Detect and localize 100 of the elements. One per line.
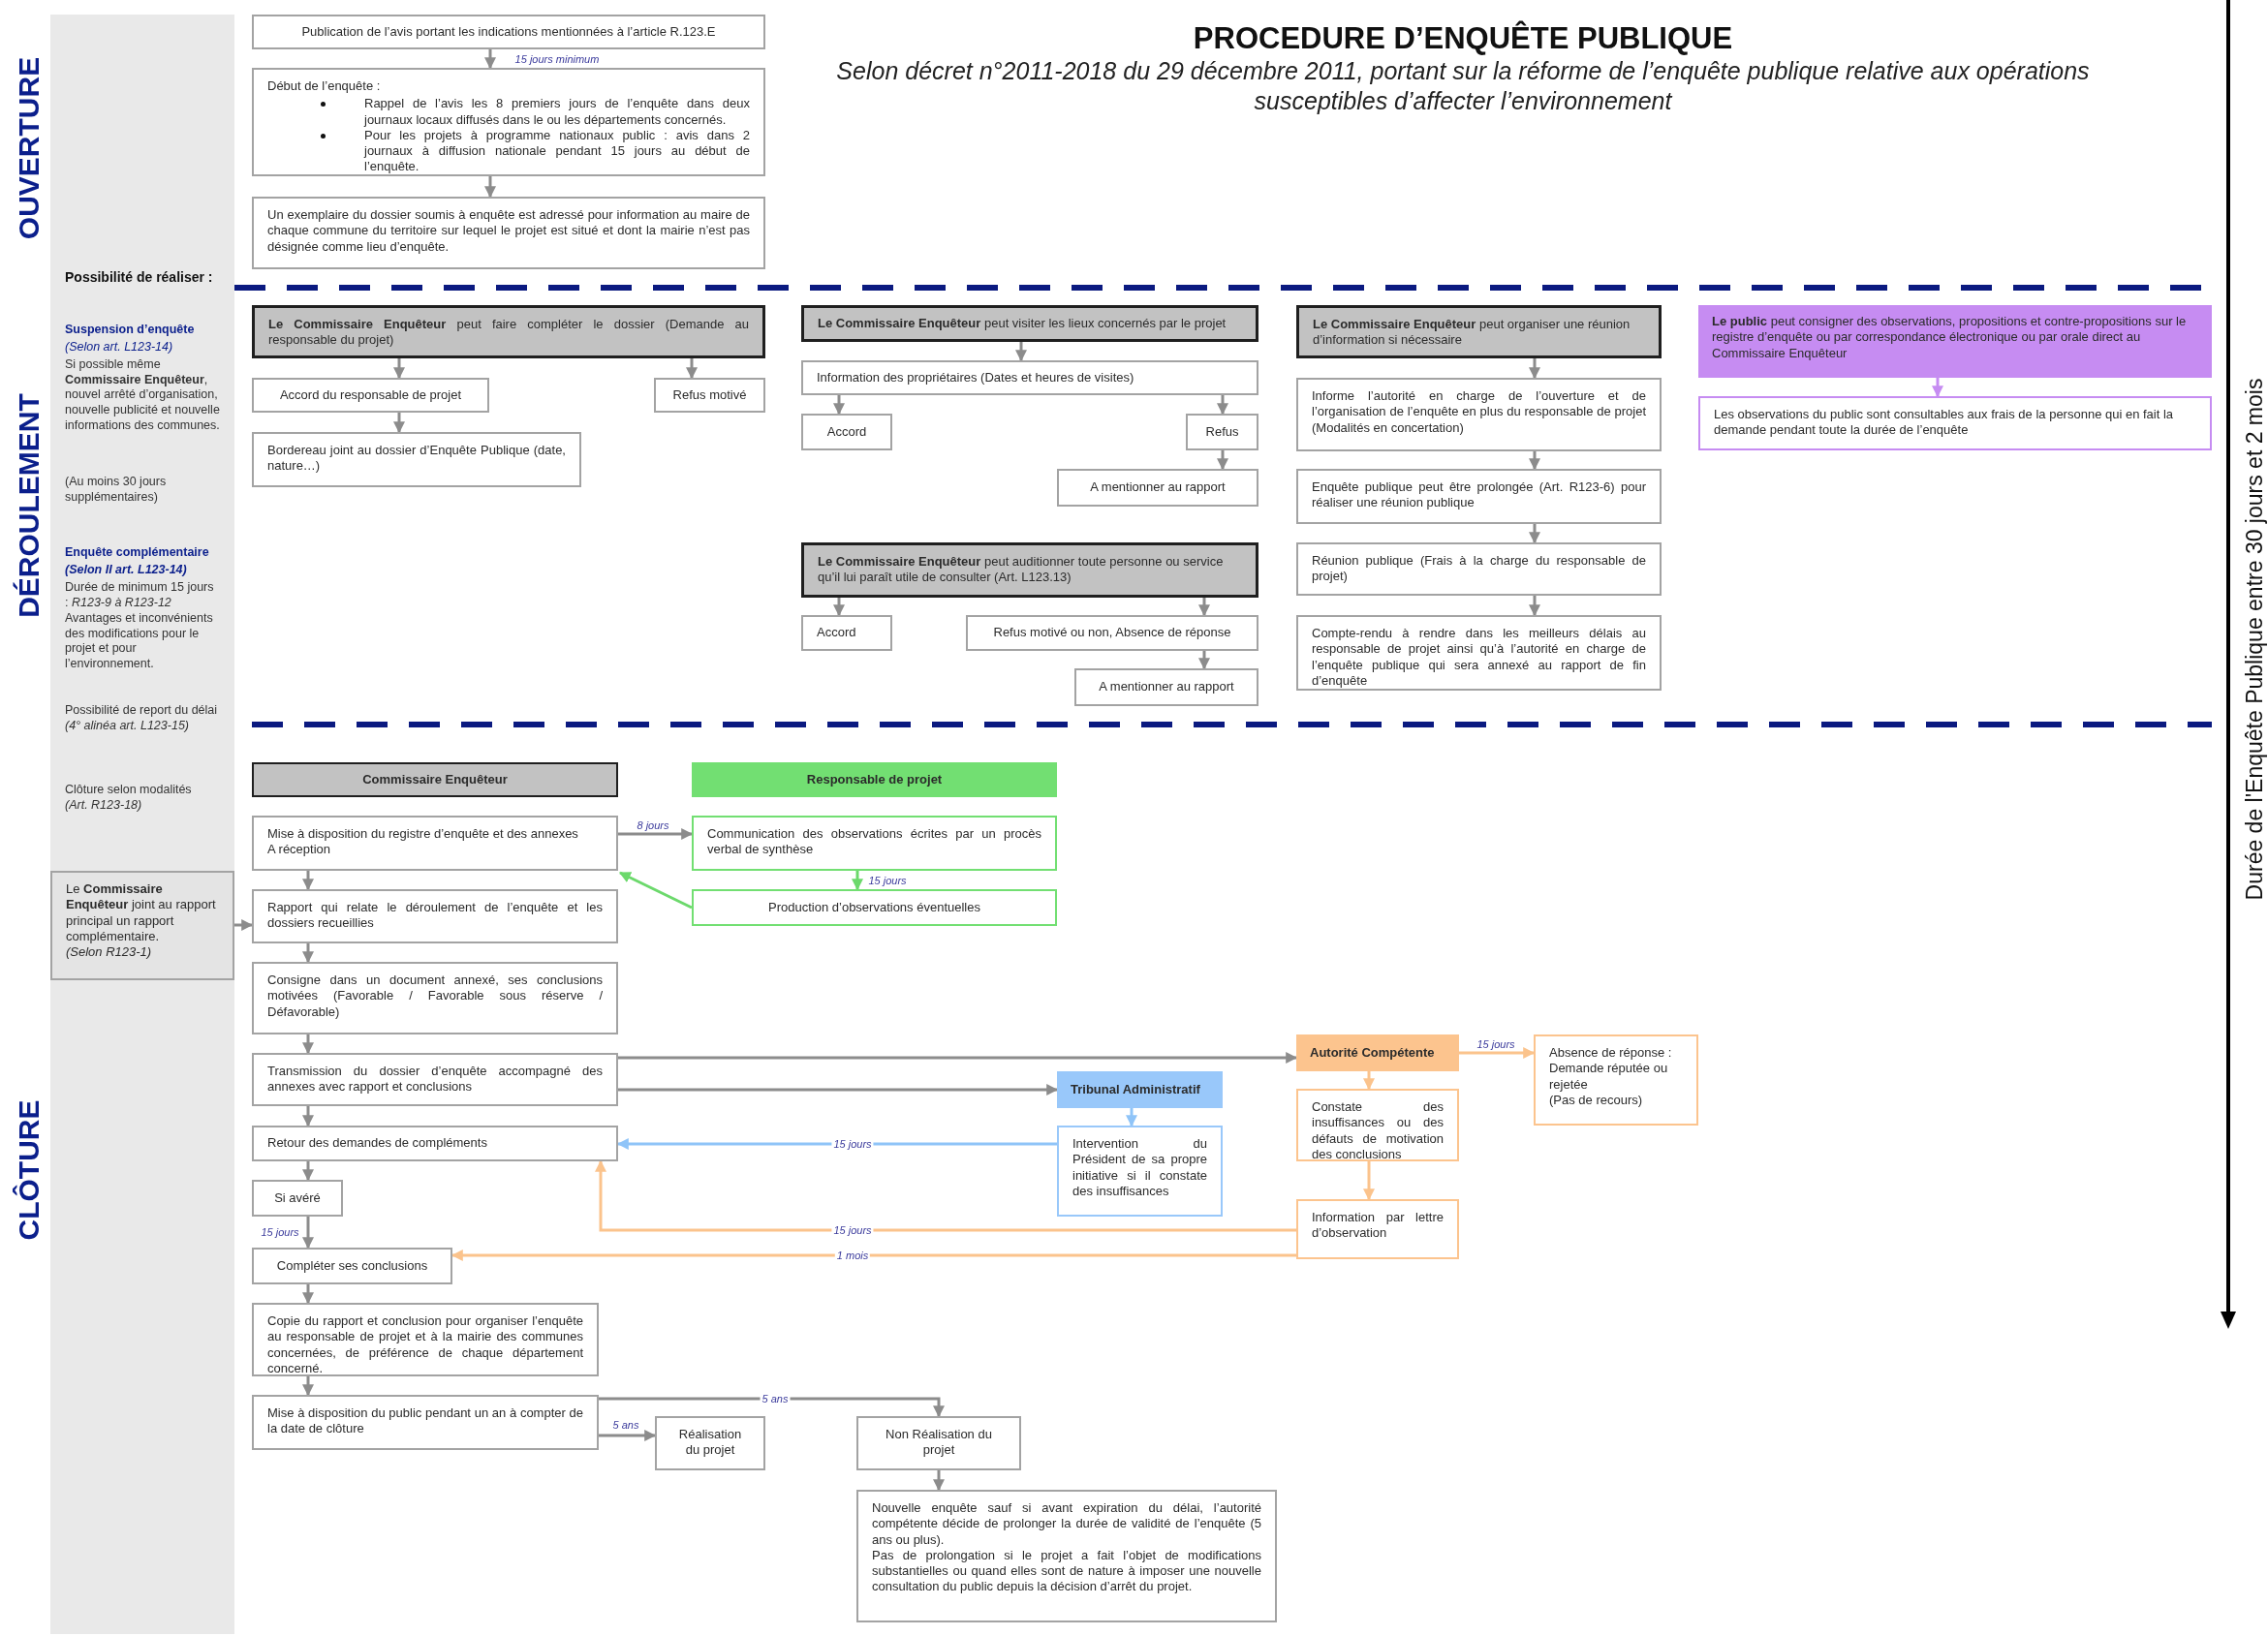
bullet-item: Rappel de l’avis les 8 premiers jours de l’enquête dans deux journaux locaux diffusés dans le ou les départements concernés. — [364, 96, 750, 128]
step-text: Le Commissaire Enquêteur peut visiter les lieux concernés par le projet — [818, 315, 1227, 332]
arrow — [1198, 598, 1210, 617]
arrow — [833, 395, 845, 416]
arrow — [1363, 1161, 1375, 1201]
process-box — [252, 1126, 618, 1161]
sidebar-note: Avantages et inconvénients des modifications pour le projet et pour l’environnement. — [65, 611, 214, 672]
process-box — [856, 1416, 1021, 1470]
step-text: Informe l’autorité en charge de l’ouverture et de l’organisation de l’enquête en plus du responsable de projet (Modalités en concertation) — [1312, 388, 1646, 436]
process-box — [801, 615, 892, 651]
arrow — [686, 358, 698, 380]
process-box — [801, 414, 892, 450]
arrow — [234, 919, 254, 931]
sidebar-note: Si possible même Commissaire Enquêteur, nouvel arrêté d’organisation, nouvelle publicité et nouvelle informations des communes. — [65, 357, 220, 434]
arrow — [599, 1397, 945, 1418]
duration-note: Durée de l'Enquête Publique entre 30 jours et 2 mois — [2240, 378, 2268, 901]
process-box — [692, 889, 1057, 926]
edge-label: 15 jours — [259, 1225, 301, 1239]
actor-action-box — [252, 305, 765, 358]
arrow — [484, 176, 496, 199]
process-box — [252, 15, 765, 49]
arrow — [1932, 378, 1943, 398]
sidebar-reference: (Selon art. L123-14) — [65, 340, 174, 355]
arrow — [1198, 651, 1210, 670]
process-box — [252, 1303, 599, 1376]
step-text: A mentionner au rapport — [1089, 479, 1227, 496]
process-box — [252, 1180, 343, 1217]
process-box — [692, 816, 1057, 871]
arrow — [302, 1161, 314, 1182]
section-title: OUVERTURE — [12, 56, 47, 240]
step-text: Le Commissaire Enquêteur peut auditionner toute personne ou service qu’il lui paraît utile de consulter (Art. L123.13) — [818, 554, 1225, 586]
step-text: Commissaire Enquêteur — [361, 771, 509, 788]
arrow — [1459, 1047, 1536, 1059]
arrow — [599, 1430, 657, 1441]
step-text: Compléter ses conclusions — [275, 1257, 429, 1275]
arrow — [595, 1159, 1296, 1232]
sidebar-note: Durée de minimum 15 jours : R123-9 à R123-12 — [65, 580, 215, 611]
arrow — [302, 1284, 314, 1305]
arrow — [302, 1106, 314, 1127]
sidebar-reference: (Selon II art. L123-14) — [65, 563, 188, 578]
column-header — [252, 762, 618, 797]
arrow — [1126, 1108, 1137, 1127]
process-box — [252, 432, 581, 487]
edge-label: 15 jours — [831, 1223, 874, 1237]
edge-label: 5 ans — [610, 1418, 641, 1432]
public-action-box — [1698, 305, 2212, 378]
arrow — [302, 1376, 314, 1397]
process-box — [655, 1416, 765, 1470]
step-text: Non Réalisation du projet — [885, 1427, 993, 1459]
arrow — [618, 828, 694, 840]
actor-action-box — [801, 305, 1258, 342]
actor-action-box — [801, 542, 1258, 598]
process-box — [1296, 542, 1662, 596]
arrow — [618, 1052, 1298, 1064]
step-text: Le Commissaire Enquêteur peut organiser une réunion d’information si nécessaire — [1313, 317, 1631, 349]
step-text: Bordereau joint au dossier d’Enquête Publique (date, nature…) — [267, 443, 566, 475]
arrow — [1529, 596, 1540, 617]
process-box — [856, 1490, 1277, 1622]
arrow — [618, 1084, 1059, 1096]
step-text: Consigne dans un document annexé, ses conclusions motivées (Favorable / Favorable sous réserve / Défavorable) — [267, 972, 603, 1020]
arrow — [1363, 1071, 1375, 1091]
step-text: Accord — [825, 423, 868, 441]
step-text: Transmission du dossier d’enquête accompagné des annexes avec rapport et conclusions — [267, 1064, 603, 1096]
step-text: Accord — [817, 625, 857, 641]
sidebar-heading: Enquête complémentaire — [65, 545, 210, 561]
sidebar-heading: Possibilité de réaliser : — [65, 269, 214, 287]
process-box — [1698, 396, 2212, 450]
tribunal-header — [1057, 1071, 1223, 1108]
step-text: Copie du rapport et conclusion pour organiser l’enquête au responsable de projet et à la mairie des communes concernées, de préférence de chaque département concerné. — [267, 1313, 583, 1376]
step-text: Réunion publique (Frais à la charge du responsable de projet) — [1312, 553, 1646, 585]
process-box — [1057, 1126, 1223, 1217]
step-text: Autorité Compétente — [1310, 1044, 1436, 1062]
arrow — [1529, 524, 1540, 544]
step-text: Refus — [1204, 423, 1240, 441]
process-box — [1296, 1089, 1459, 1161]
actor-action-box — [1296, 305, 1662, 358]
step-text: Début de l’enquête : — [267, 78, 382, 95]
sidebar-heading: Suspension d’enquête — [65, 323, 196, 338]
step-text: Pas de prolongation si le projet a fait l’objet de modifications substantielles ou quand elles sont de nature à imposer une nouvelle consultation du public depuis la décision d’arrêt du projet. — [872, 1547, 1261, 1595]
step-text: Absence de réponse : Demande réputée ou rejetée — [1549, 1045, 1673, 1093]
step-text: Retour des demandes de compléments — [267, 1135, 488, 1152]
step-text: Réalisation du projet — [677, 1427, 743, 1459]
edge-label: 15 jours — [1475, 1037, 1517, 1051]
process-box — [1057, 469, 1258, 507]
step-text: Le Commissaire Enquêteur joint au rapport principal un rapport complémentaire. — [66, 881, 217, 944]
step-text: Le Commissaire Enquêteur peut faire compléter le dossier (Demande au responsable du projet) — [268, 317, 749, 349]
step-text: Enquête publique peut être prolongée (Art. R123-6) pour réaliser une réunion publique — [1312, 479, 1646, 511]
process-box — [966, 615, 1258, 651]
process-box — [252, 68, 765, 176]
process-box — [1296, 469, 1662, 524]
step-text: Mise à disposition du public pendant un an à compter de la date de clôture — [267, 1405, 583, 1437]
step-text: Refus motivé ou non, Absence de réponse — [992, 625, 1232, 641]
arrow — [852, 871, 863, 891]
arrow — [302, 943, 314, 964]
section-title: DÉROULEMENT — [12, 393, 47, 618]
step-text: Production d’observations éventuelles — [767, 899, 981, 916]
step-text: A mentionner au rapport — [1098, 679, 1235, 695]
authority-header — [1296, 1034, 1459, 1071]
step-text: Accord du responsable de projet — [278, 386, 463, 404]
step-text: (Selon R123-1) — [66, 944, 153, 961]
